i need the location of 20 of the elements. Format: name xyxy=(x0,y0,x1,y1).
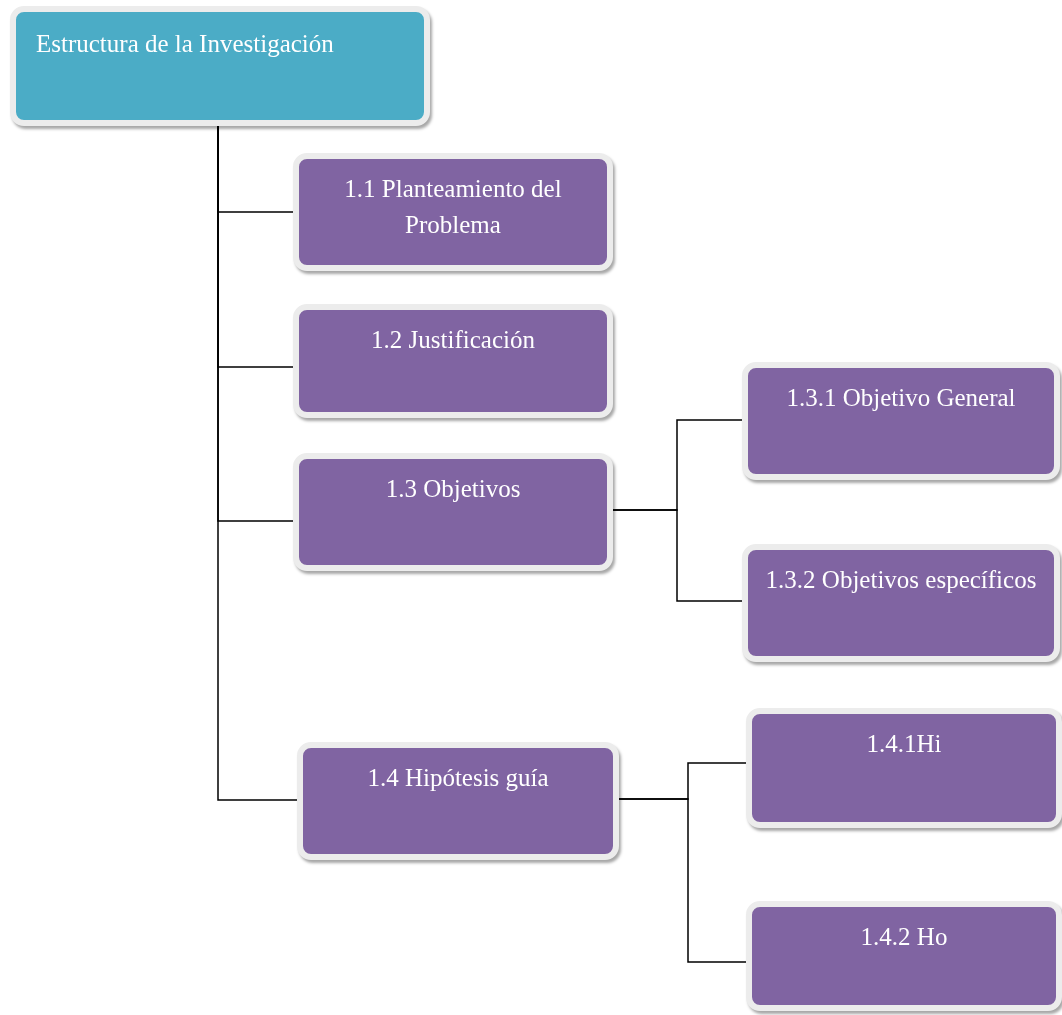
topic-box xyxy=(742,362,1060,480)
title-box xyxy=(10,6,430,126)
topic-box xyxy=(746,708,1062,828)
topic-box xyxy=(297,742,619,860)
topic-box xyxy=(293,453,613,571)
box-label: 1.2 Justificación xyxy=(371,325,535,355)
topic-box xyxy=(746,901,1062,1011)
connector-line xyxy=(618,798,747,963)
box-label: 1.3.2 Objetivos específicos xyxy=(765,565,1037,595)
box-label: 1.4.1Hi xyxy=(866,729,942,759)
box-label: 1.3 Objetivos xyxy=(385,474,521,504)
box-label: 1.1 Planteamiento del Problema xyxy=(343,174,563,240)
topic-box xyxy=(293,153,613,271)
connector-line xyxy=(612,509,743,602)
topic-box xyxy=(742,544,1060,662)
box-label: 1.4 Hipótesis guía xyxy=(367,763,549,793)
box-label: 1.4.2 Ho xyxy=(860,922,948,952)
box-label: 1.3.1 Objetivo General xyxy=(786,383,1016,413)
topic-box xyxy=(293,304,613,418)
box-label: Estructura de la Investigación xyxy=(36,29,334,59)
